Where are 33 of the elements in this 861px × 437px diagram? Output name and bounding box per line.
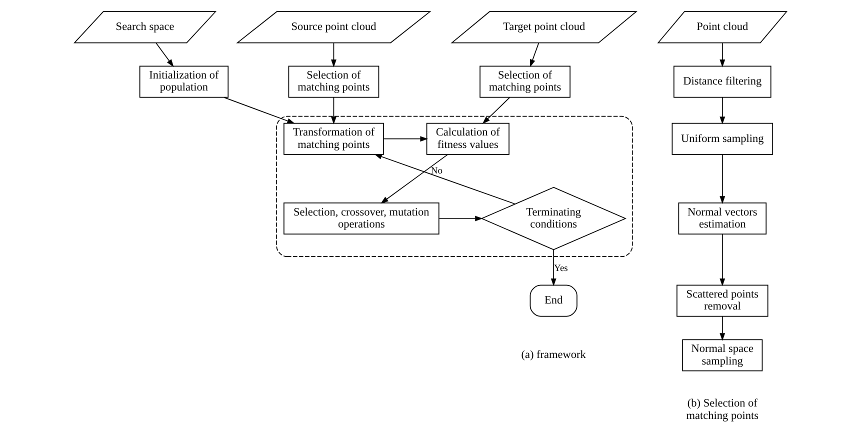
arrow <box>383 136 428 142</box>
node-box: Scattered points removal <box>676 284 768 317</box>
arrow <box>438 216 483 222</box>
arrow <box>224 97 295 124</box>
arrow <box>720 97 726 124</box>
label: (a) framework <box>521 349 586 362</box>
node-box: Distance filtering <box>674 66 772 98</box>
arrow <box>720 316 726 341</box>
node-box: Calculation of fitness values <box>426 122 510 155</box>
arrow <box>720 234 726 286</box>
node-box: Normal vectors estimation <box>678 202 767 235</box>
node-box: Normal space sampling <box>682 339 763 372</box>
arrow <box>720 154 726 204</box>
arrow <box>550 249 556 286</box>
arrow <box>374 154 516 204</box>
arrow <box>482 97 510 124</box>
edge-label: Yes <box>554 264 568 274</box>
label: (b) Selection of matching points <box>686 398 758 422</box>
arrow <box>331 42 336 68</box>
node-box: Uniform sampling <box>672 122 774 155</box>
arrow <box>530 42 540 68</box>
node-box: End <box>530 284 578 317</box>
node-box: Selection of matching points <box>288 66 380 98</box>
edge-label: No <box>430 166 443 176</box>
node-box: Selection, crossover, mutation operations <box>284 202 440 235</box>
arrow <box>720 42 726 68</box>
node-box: Transformation of matching points <box>284 122 384 155</box>
arrow <box>380 154 448 204</box>
arrow <box>156 42 174 68</box>
node-box: Selection of matching points <box>480 66 570 98</box>
arrow <box>331 97 336 124</box>
node-box: Initialization of population <box>139 66 229 98</box>
node-diamond: Terminating conditions <box>480 186 627 250</box>
